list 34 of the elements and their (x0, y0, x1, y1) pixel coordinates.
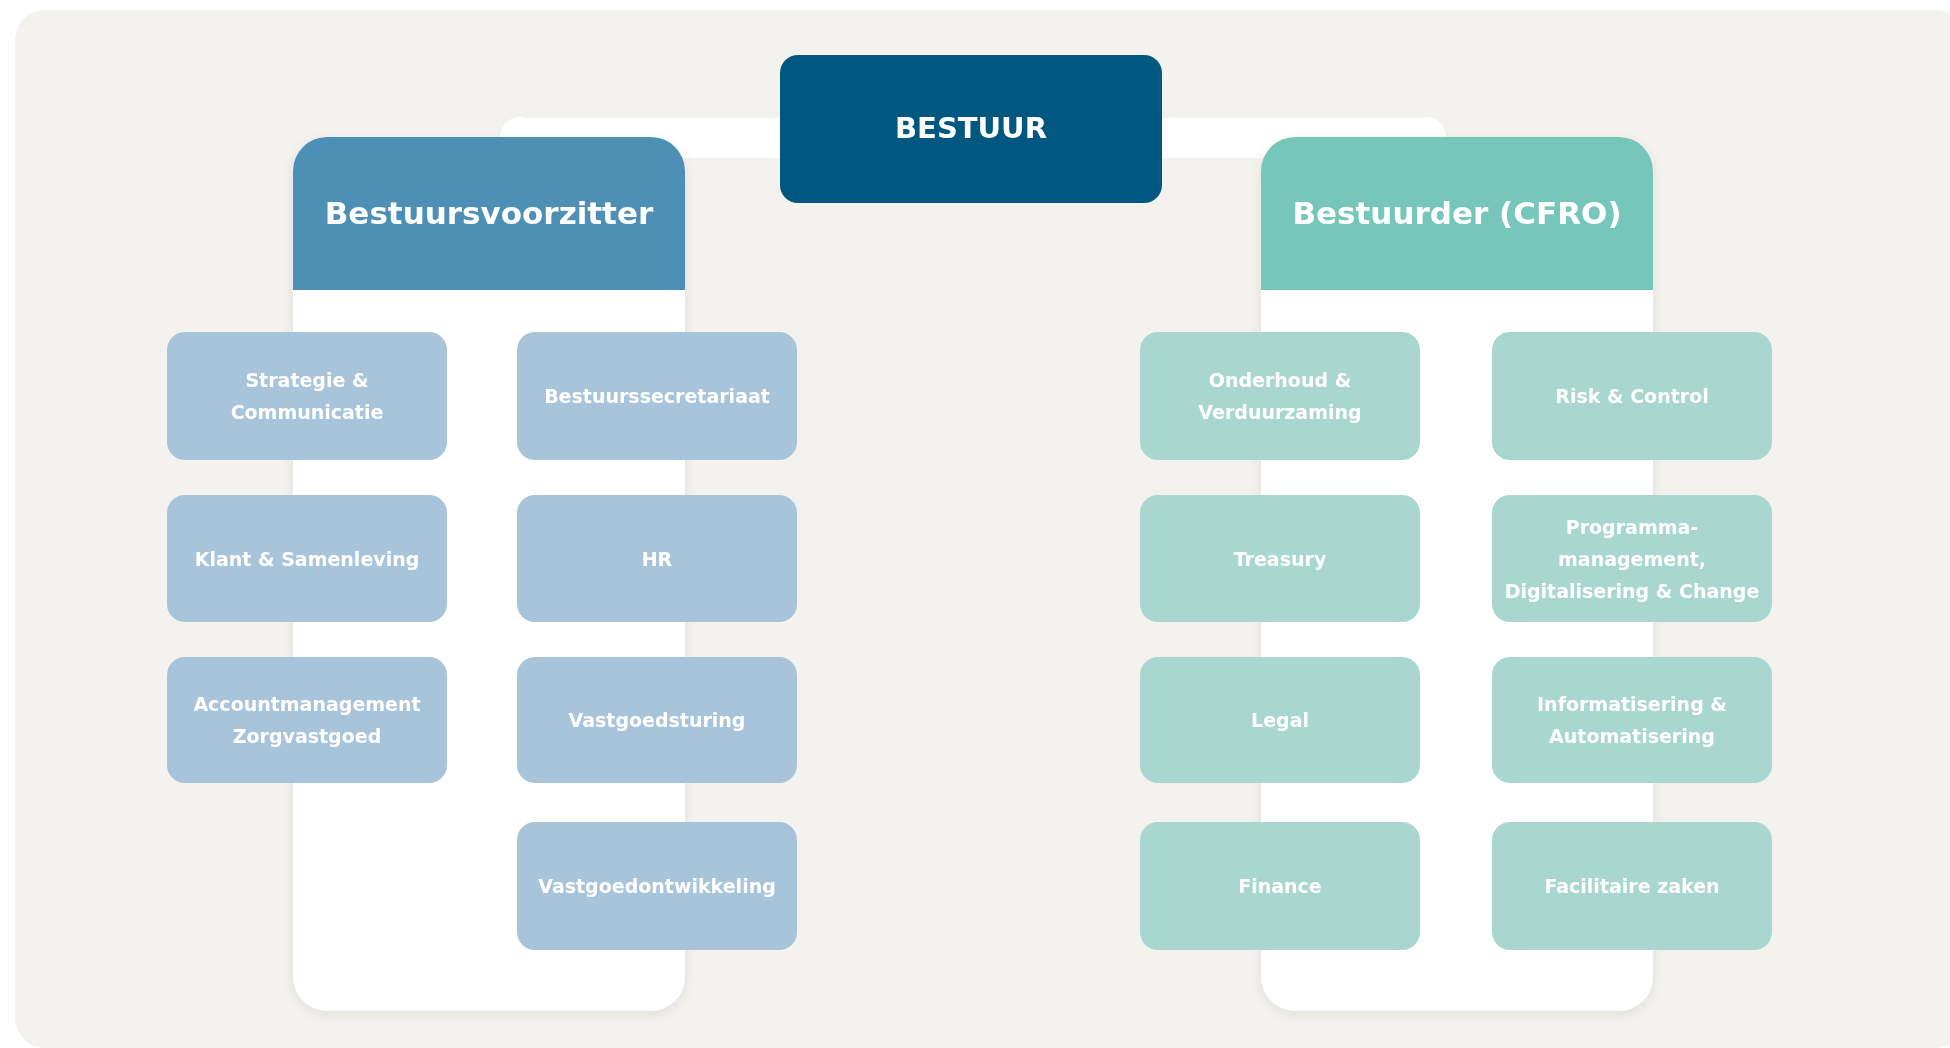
department-box (1140, 657, 1420, 783)
department-box (517, 332, 797, 460)
department-name: Risk & Control (1555, 384, 1709, 409)
department-name: Informatisering & Automatisering (1536, 692, 1728, 749)
board-box (780, 55, 1162, 203)
department-box (1492, 495, 1772, 622)
department-box (1140, 495, 1420, 622)
department-name: Accountmanagement Zorgvastgoed (192, 692, 422, 749)
department-name: Strategie & Communicatie (229, 368, 385, 425)
department-box (1492, 657, 1772, 783)
department-name: Bestuurssecretariaat (544, 384, 770, 409)
department-box (517, 822, 797, 950)
column-title: Bestuurder (CFRO) (1292, 194, 1622, 234)
department-name: Treasury (1233, 546, 1327, 572)
department-box (517, 657, 797, 783)
department-name: Vastgoedontwikkeling (538, 874, 776, 899)
department-box (517, 495, 797, 622)
department-name: Finance (1238, 874, 1322, 899)
department-box (1492, 332, 1772, 460)
column-title: Bestuursvoorzitter (324, 194, 654, 234)
department-box (167, 332, 447, 460)
department-box (1140, 822, 1420, 950)
department-name: Programma-management, Digitalisering & Change (1503, 514, 1761, 604)
department-box (1140, 332, 1420, 460)
department-name: Facilitaire zaken (1544, 874, 1720, 899)
department-name: Vastgoedsturing (568, 708, 746, 733)
department-box (167, 495, 447, 622)
department-name: HR (641, 546, 673, 572)
department-box (1492, 822, 1772, 950)
department-name: Klant & Samenleving (194, 546, 420, 572)
department-box (167, 657, 447, 783)
board-title: BESTUUR (895, 110, 1047, 148)
department-name: Legal (1251, 708, 1309, 733)
department-name: Onderhoud & Verduurzaming (1197, 368, 1363, 425)
